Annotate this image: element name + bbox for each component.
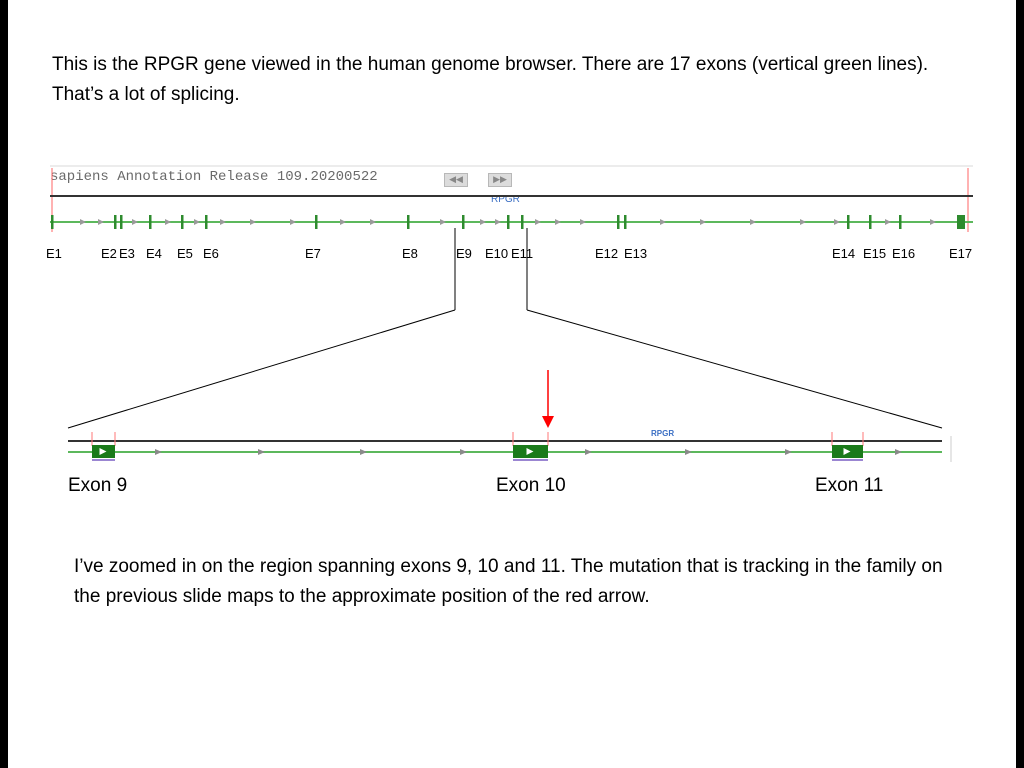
zoom-connector-right: [526, 309, 943, 429]
exon-mark-1: [51, 215, 54, 229]
strand-arrow: [440, 219, 446, 225]
track-title: sapiens Annotation Release 109.20200522: [50, 169, 378, 185]
exon-label-e16: E16: [892, 246, 916, 261]
strand-arrow: [930, 219, 936, 225]
exon-label-e5: E5: [177, 246, 193, 261]
exon-label-e17: E17: [949, 246, 973, 261]
next-button[interactable]: ▶▶: [488, 173, 512, 187]
exon-label-e7: E7: [305, 246, 321, 261]
strand-arrow: [750, 219, 756, 225]
strand-arrow: [834, 219, 840, 225]
exon-mark-8: [407, 215, 410, 229]
strand-arrow: [360, 449, 367, 455]
exon-label-e8: E8: [402, 246, 418, 261]
zoom-label-exon-9: Exon 9: [68, 475, 128, 496]
exon-mark-2: [114, 215, 117, 229]
exon-mark-4: [149, 215, 152, 229]
gene-label-zoom: RPGR: [651, 429, 675, 438]
strand-arrow: [460, 449, 467, 455]
strand-arrow: [660, 219, 666, 225]
exon-mark-6: [205, 215, 208, 229]
exon-label-e1: E1: [46, 246, 62, 261]
strand-arrow: [885, 219, 891, 225]
exon-mark-12: [617, 215, 620, 229]
exon-block-11: [831, 432, 864, 461]
strand-arrow: [340, 219, 346, 225]
strand-arrow: [194, 219, 200, 225]
strand-arrows-zoom: [155, 449, 902, 455]
prev-button[interactable]: ◀◀: [444, 173, 468, 187]
strand-arrow: [155, 449, 162, 455]
exon-mark-14: [847, 215, 850, 229]
intro-text: This is the RPGR gene viewed in the huma…: [52, 54, 929, 105]
exon-mark-10: [507, 215, 510, 229]
exon-label-e14: E14: [832, 246, 856, 261]
strand-arrow: [98, 219, 104, 225]
gene-label-top: RPGR: [491, 194, 520, 205]
strand-arrow: [165, 219, 171, 225]
exon-mark-9: [462, 215, 465, 229]
strand-arrow: [495, 219, 501, 225]
exon-label-e13: E13: [624, 246, 648, 261]
exon-blocks-zoom: [91, 432, 864, 461]
exon-label-e10: E10: [485, 246, 509, 261]
exon-label-e11: E11: [511, 246, 534, 261]
mutation-arrow-head: [542, 416, 554, 428]
strand-arrow: [685, 449, 692, 455]
exon-marks-top: [51, 215, 902, 229]
strand-arrow: [785, 449, 792, 455]
strand-arrow: [250, 219, 256, 225]
strand-arrow: [700, 219, 706, 225]
exon-mark-7: [315, 215, 318, 229]
exon-label-e3: E3: [119, 246, 135, 261]
exon-mark-5: [181, 215, 184, 229]
zoom-connector-left: [67, 309, 456, 429]
strand-arrow: [800, 219, 806, 225]
exon-block-9: [91, 432, 116, 461]
exon-label-e2: E2: [101, 246, 117, 261]
strand-arrow: [132, 219, 138, 225]
strand-arrow: [895, 449, 902, 455]
zoom-label-exon-10: Exon 10: [496, 475, 566, 496]
exon-mark-13: [624, 215, 627, 229]
exon-mark-15: [869, 215, 872, 229]
strand-arrow: [80, 219, 86, 225]
exon-label-e6: E6: [203, 246, 219, 261]
exon-mark-11: [521, 215, 524, 229]
exon-label-e15: E15: [863, 246, 887, 261]
strand-arrow: [555, 219, 561, 225]
strand-arrow: [480, 219, 486, 225]
outro-text: I’ve zoomed in on the region spanning ex…: [74, 556, 943, 607]
strand-arrows-top: [80, 219, 936, 225]
exon-label-e4: E4: [146, 246, 162, 261]
zoom-label-exon-11: Exon 11: [815, 475, 884, 496]
exon-mark-3: [120, 215, 123, 229]
strand-arrow: [370, 219, 376, 225]
strand-arrow: [585, 449, 592, 455]
strand-arrow: [220, 219, 226, 225]
strand-arrow: [580, 219, 586, 225]
strand-arrow: [290, 219, 296, 225]
exon-label-e9: E9: [456, 246, 472, 261]
exon-mark-16: [899, 215, 902, 229]
exon-17-block: [957, 215, 965, 229]
slide: This is the RPGR gene viewed in the huma…: [8, 0, 1016, 768]
strand-arrow: [535, 219, 541, 225]
strand-arrow: [258, 449, 265, 455]
exon-block-10: [512, 432, 549, 461]
exon-label-e12: E12: [595, 246, 619, 261]
